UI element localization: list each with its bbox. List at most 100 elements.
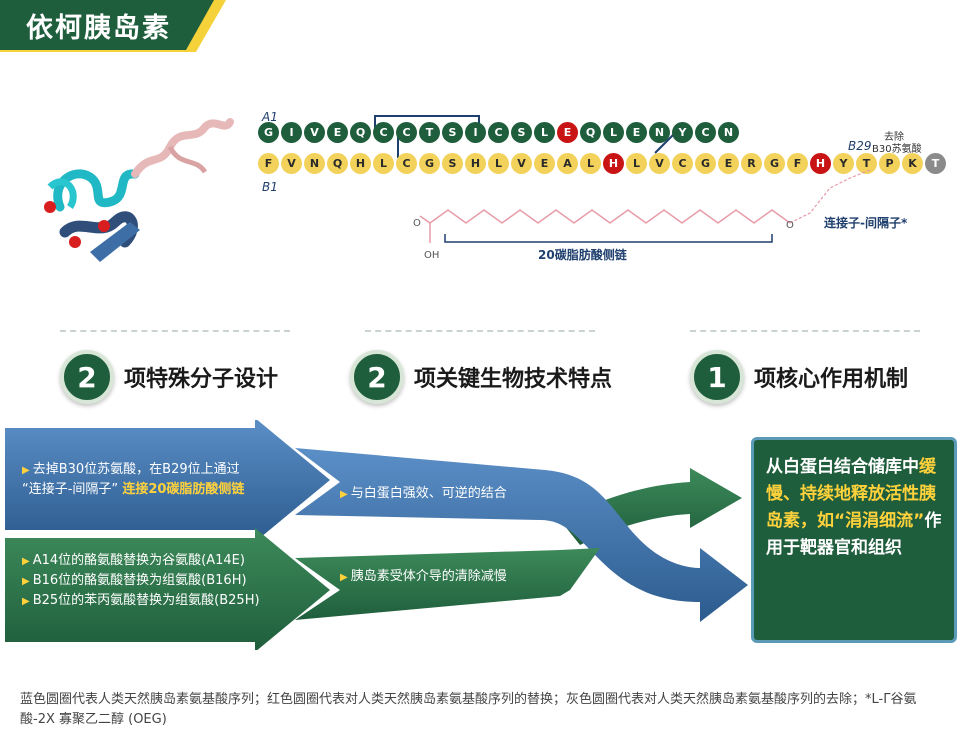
chain-b-residue: V [511,153,532,174]
green-item-2: B16位的酪氨酸替换为组氨酸(B16H) [32,573,247,588]
green-result: ▶胰岛素受体介导的清除减慢 [340,567,507,587]
chain-b-residue: G [695,153,716,174]
green-item-3: B25位的苯丙氨酸替换为组氨酸(B25H) [32,593,260,608]
chain-a-residue: C [396,122,417,143]
green-item-1: A14位的酪氨酸替换为谷氨酸(A14E) [32,553,245,568]
chain-b-residue: C [396,153,417,174]
chain-a-label: A1 [262,110,278,124]
flow-arrows [5,420,748,650]
removed-note-line2: B30苏氨酸 [872,144,922,155]
chain-b-residue: G [764,153,785,174]
mechanism-result-box: 从白蛋白结合储库中缓慢、持续地释放活性胰岛素，如“涓涓细流”作用于靶器官和组织 [751,437,957,643]
chain-a-residue: N [649,122,670,143]
chain-a-residue: S [511,122,532,143]
blue-line2-highlight: 连接20碳脂肪酸侧链 [122,482,245,497]
chain-b-residue: P [879,153,900,174]
chain-a-residue: N [718,122,739,143]
chain-b-residue: T [856,153,877,174]
chain-b-residue: V [281,153,302,174]
chain-a-residue: S [442,122,463,143]
page-title: 依柯胰岛素 [26,13,171,44]
fatty-acid-label: 20碳脂肪酸侧链 [538,248,627,262]
feature-mechanism-badge: 1 [690,350,744,404]
chain-b-residue: T [925,153,946,174]
chain-a-residue: C [488,122,509,143]
divider-2 [365,330,595,332]
linker-label: 连接子-间隔子* [824,216,908,230]
chain-a-residue: Y [672,122,693,143]
bullet-icon: ▶ [22,465,30,476]
chain-b-residue: N [304,153,325,174]
chain-a-residue: C [373,122,394,143]
feature-mechanism-label: 项核心作用机制 [754,367,909,392]
chain-b-residue: E [534,153,555,174]
divider-1 [60,330,290,332]
bullet-icon: ▶ [340,489,348,500]
green-arrow-text: ▶A14位的酪氨酸替换为谷氨酸(A14E) ▶B16位的酪氨酸替换为组氨酸(B1… [22,551,322,611]
bullet-icon: ▶ [22,596,30,607]
chain-b-residue: Y [833,153,854,174]
chain-b-residue: F [787,153,808,174]
feature-biotech: 2 项关键生物技术特点 [350,350,612,404]
chain-a-residue: E [626,122,647,143]
chain-b-residue: Q [327,153,348,174]
feature-design-label: 项特殊分子设计 [124,367,279,392]
blue-line1: 去掉B30位苏氨酸，在B29位上通过 [32,462,240,477]
result-part3: 作用于靶器官和组织 [766,511,942,558]
chain-b-residue: G [419,153,440,174]
chain-b-residue: H [350,153,371,174]
chain-b-residue: E [718,153,739,174]
chain-a-residue: C [695,122,716,143]
footnote: 蓝色圆圈代表人类天然胰岛素氨基酸序列；红色圆圈代表对人类天然胰岛素氨基酸序列的替… [20,692,917,727]
chain-a-residue: Q [350,122,371,143]
carbonyl-o: O [413,218,421,229]
chain-b-residue: L [488,153,509,174]
chain-b-residue: C [672,153,693,174]
green-result-text: 胰岛素受体介导的清除减慢 [350,569,507,584]
feature-biotech-label: 项关键生物技术特点 [414,367,613,392]
chain-b-label: B1 [262,180,278,194]
chain-b-residue: H [465,153,486,174]
feature-design-badge: 2 [60,350,114,404]
bullet-icon: ▶ [340,572,348,583]
chain-b-residue: F [258,153,279,174]
bullet-icon: ▶ [22,576,30,587]
chain-a-residue: I [465,122,486,143]
chain-a-residue: V [304,122,325,143]
bullet-icon: ▶ [22,556,30,567]
chain-b-residue: V [649,153,670,174]
chain-a-residue: L [534,122,555,143]
result-part1: 从白蛋白结合储库中 [766,457,919,477]
hydroxyl-label: OH [424,250,440,261]
chain-a-residue: I [281,122,302,143]
chain-b-residue: A [557,153,578,174]
divider-3 [690,330,920,332]
blue-result: ▶与白蛋白强效、可逆的结合 [340,484,507,504]
chain-b-residue: H [603,153,624,174]
linker-o: O [786,220,794,231]
chain-b-residue: L [580,153,601,174]
chain-b-residue: K [902,153,923,174]
result-part2: 缓慢、持续地释放活性胰岛素，如“涓涓细流” [766,457,936,531]
title-banner [0,0,226,52]
feature-biotech-badge: 2 [350,350,404,404]
blue-arrow-text: ▶去掉B30位苏氨酸，在B29位上通过 “连接子-间隔子” 连接20碳脂肪酸侧链 [22,460,322,499]
chain-b-residue: R [741,153,762,174]
chain-a-residue: T [419,122,440,143]
chain-b-residue: S [442,153,463,174]
chain-a-residue: E [327,122,348,143]
chain-a-residue: G [258,122,279,143]
fatty-acid-sidechain [419,169,871,243]
feature-design: 2 项特殊分子设计 [60,350,278,404]
blue-result-text: 与白蛋白强效、可逆的结合 [350,486,507,501]
chain-a-residue: Q [580,122,601,143]
chain-b29-label: B29 [848,139,872,153]
chain-b-residue: L [373,153,394,174]
feature-mechanism: 1 项核心作用机制 [690,350,908,404]
protein-structure-image [44,118,234,262]
chain-b-residue: L [626,153,647,174]
chain-a-residue: E [557,122,578,143]
removed-note-line1: 去除 [884,132,904,143]
